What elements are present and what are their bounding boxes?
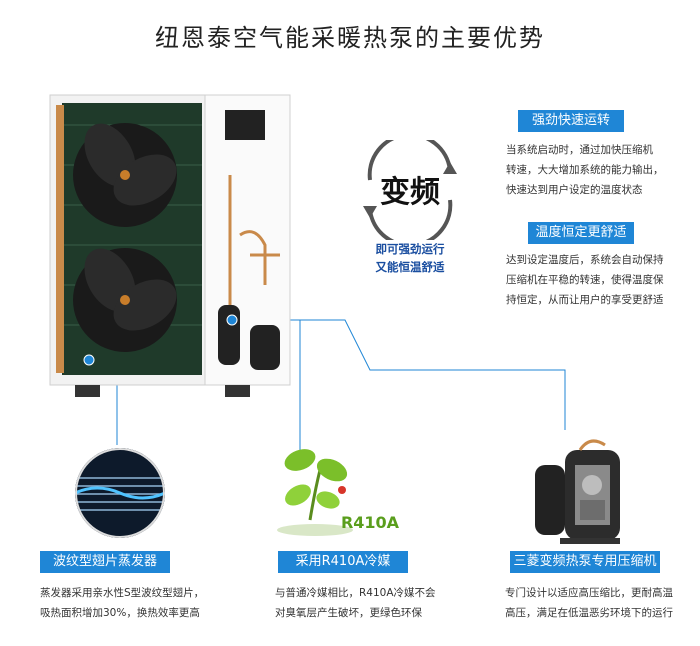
desc-line: 持恒定，从而让用户的享受更舒适 [506, 294, 664, 306]
desc-powerful-run: 当系统启动时，通过加快压缩机 转速，大大增加系统的能力输出， 快速达到用户设定的… [506, 140, 664, 200]
tag-constant-temp: 温度恒定更舒适 [528, 222, 634, 244]
desc-line: 吸热面积增加30%，换热效率更高 [40, 607, 200, 619]
page-title: 纽恩泰空气能采暖热泵的主要优势 [155, 24, 545, 52]
desc-r410a: 与普通冷媒相比，R410A冷媒不会 对臭氧层产生破坏，更绿色环保 [275, 583, 436, 623]
heat-pump-unit-image [40, 85, 330, 425]
inverter-logo-text: 变频 [380, 175, 440, 210]
desc-line: 蒸发器采用亲水性S型波纹型翅片， [40, 587, 205, 599]
desc-line: 转速，大大增加系统的能力输出， [506, 164, 664, 176]
desc-constant-temp: 达到设定温度后，系统会自动保持 压缩机在平稳的转速，使得温度保 持恒定，从而让用… [506, 250, 664, 310]
desc-line: 达到设定温度后，系统会自动保持 [506, 254, 664, 266]
desc-line: 快速达到用户设定的温度状态 [506, 184, 643, 196]
desc-line: 对臭氧层产生破坏，更绿色环保 [275, 607, 422, 619]
r410a-plant-label: R410A [341, 513, 400, 532]
tag-evaporator: 波纹型翅片蒸发器 [40, 551, 170, 573]
inverter-badge: 变频 [355, 132, 465, 248]
tag-r410a: 采用R410A冷媒 [278, 551, 408, 573]
r410a-plant-image: R410A [270, 440, 410, 550]
desc-line: 专门设计以适应高压缩比，更耐高温 [505, 587, 673, 599]
inverter-sub-line-2: 又能恒温舒适 [375, 260, 445, 274]
desc-line: 高压，满足在低温恶劣环境下的运行 [505, 607, 673, 619]
inverter-sub-line-1: 即可强劲运行 [375, 242, 445, 256]
desc-compressor: 专门设计以适应高压缩比，更耐高温 高压，满足在低温恶劣环境下的运行 [505, 583, 673, 623]
desc-line: 与普通冷媒相比，R410A冷媒不会 [275, 587, 436, 599]
desc-line: 当系统启动时，通过加快压缩机 [506, 144, 653, 156]
tag-powerful-run: 强劲快速运转 [518, 110, 624, 132]
desc-evaporator: 蒸发器采用亲水性S型波纹型翅片， 吸热面积增加30%，换热效率更高 [40, 583, 204, 623]
tag-compressor: 三菱变频热泵专用压缩机 [510, 551, 660, 573]
inverter-subtitle: 即可强劲运行 又能恒温舒适 [355, 240, 465, 276]
desc-line: 压缩机在平稳的转速，使得温度保 [506, 274, 664, 286]
compressor-image [520, 430, 640, 550]
evaporator-fin-image [75, 448, 165, 538]
